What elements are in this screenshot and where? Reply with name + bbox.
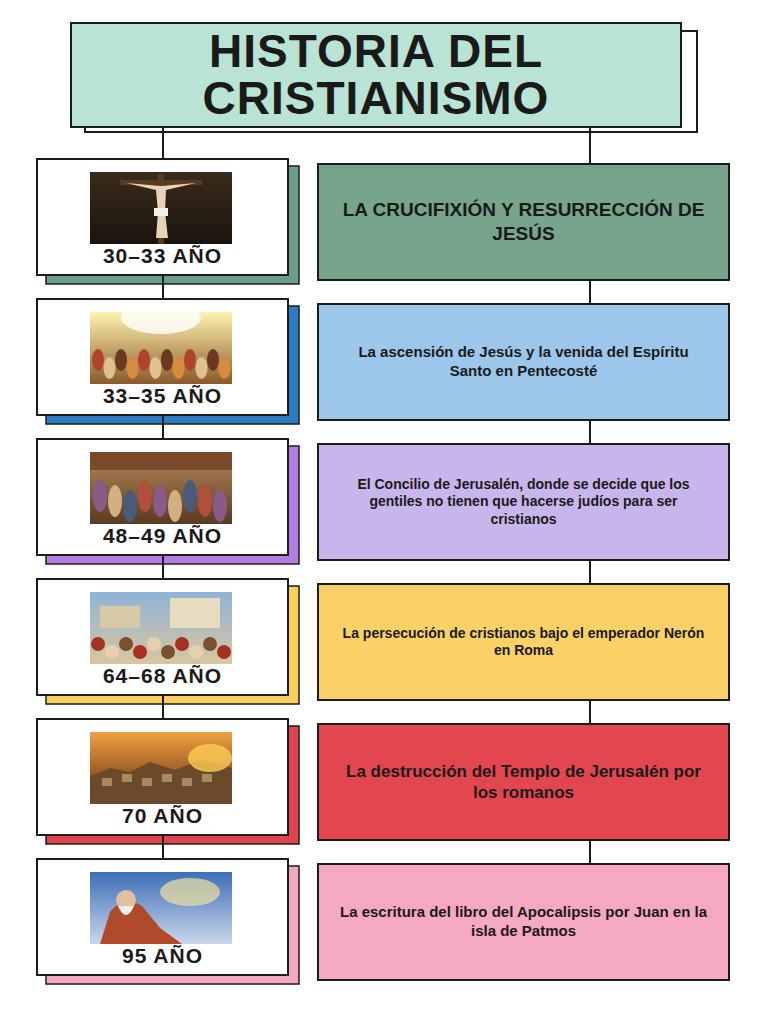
connector-line (162, 416, 164, 438)
scene-illustration (90, 172, 232, 244)
date-box: 33–35 AÑO (36, 298, 289, 416)
scene-illustration (90, 592, 232, 664)
event-box: El Concilio de Jerusalén, donde se decid… (317, 443, 730, 561)
date-label: 33–35 AÑO (103, 384, 222, 414)
connector-line (162, 696, 164, 718)
connector-line (589, 841, 591, 863)
date-box: 30–33 AÑO (36, 158, 289, 276)
date-box: 48–49 AÑO (36, 438, 289, 556)
connector-line (589, 128, 591, 163)
event-text: La persecución de cristianos bajo el emp… (319, 615, 728, 670)
event-box: La persecución de cristianos bajo el emp… (317, 583, 730, 701)
date-label: 48–49 AÑO (103, 524, 222, 554)
connector-line (589, 281, 591, 303)
date-label: 95 AÑO (122, 944, 203, 974)
scene-illustration (90, 732, 232, 804)
connector-line (162, 556, 164, 578)
connector-line (589, 701, 591, 723)
event-box: La ascensión de Jesús y la venida del Es… (317, 303, 730, 421)
event-text: LA CRUCIFIXIÓN Y RESURRECCIÓN DE JESÚS (319, 188, 728, 256)
connector-line (162, 276, 164, 298)
event-text: La ascensión de Jesús y la venida del Es… (319, 333, 728, 391)
event-text: El Concilio de Jerusalén, donde se decid… (319, 466, 728, 539)
title-box: HISTORIA DEL CRISTIANISMO (70, 22, 682, 128)
date-label: 30–33 AÑO (103, 244, 222, 274)
event-box: La escritura del libro del Apocalipsis p… (317, 863, 730, 981)
date-label: 70 AÑO (122, 804, 203, 834)
date-box: 70 AÑO (36, 718, 289, 836)
date-box: 95 AÑO (36, 858, 289, 976)
date-label: 64–68 AÑO (103, 664, 222, 694)
event-text: La escritura del libro del Apocalipsis p… (319, 893, 728, 951)
event-box: La destrucción del Templo de Jerusalén p… (317, 723, 730, 841)
title-text: HISTORIA DEL CRISTIANISMO (72, 28, 680, 122)
connector-line (589, 421, 591, 443)
scene-illustration (90, 312, 232, 384)
date-box: 64–68 AÑO (36, 578, 289, 696)
connector-line (162, 836, 164, 858)
event-box: LA CRUCIFIXIÓN Y RESURRECCIÓN DE JESÚS (317, 163, 730, 281)
connector-line (589, 561, 591, 583)
event-text: La destrucción del Templo de Jerusalén p… (319, 751, 728, 814)
scene-illustration (90, 452, 232, 524)
connector-line (162, 128, 164, 158)
scene-illustration (90, 872, 232, 944)
